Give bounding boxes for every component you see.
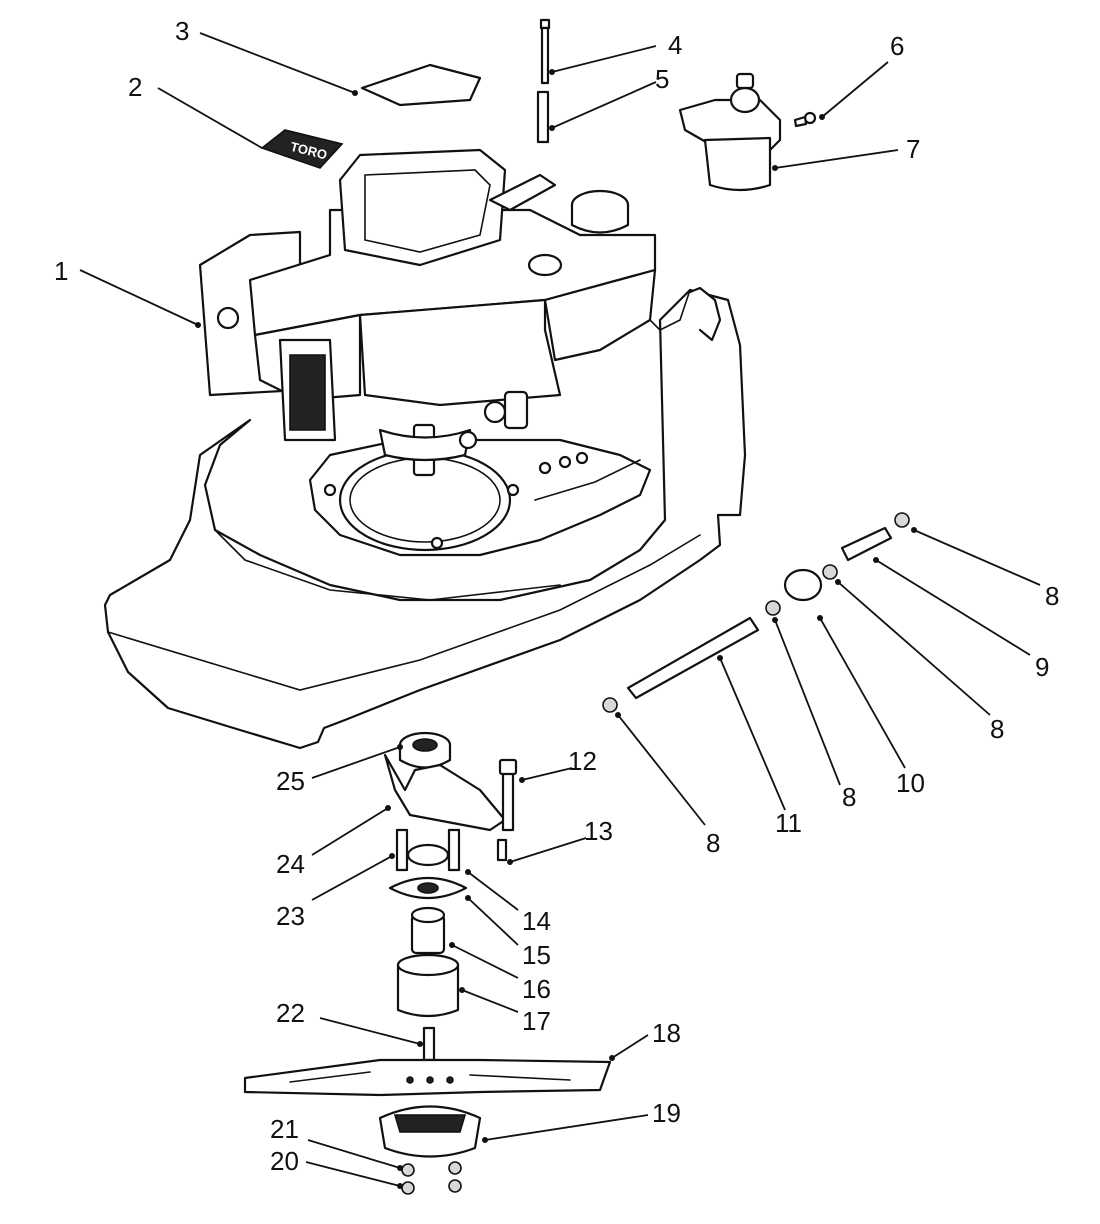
callout-9: 9: [1035, 652, 1049, 682]
callout-8a: 8: [1045, 581, 1059, 611]
callout-8d: 8: [706, 828, 720, 858]
callout-7: 7: [906, 134, 920, 164]
nut-part-8b: [822, 564, 838, 580]
nut-part-8c: [765, 600, 781, 616]
callout-10: 10: [896, 768, 925, 798]
callout-16: 16: [522, 974, 551, 1004]
callout-4: 4: [668, 30, 682, 60]
knob-part-10: [783, 568, 823, 602]
decal-part-2: TORO: [260, 129, 344, 169]
starter-motor-part-7: [678, 72, 782, 192]
callout-12: 12: [568, 746, 597, 776]
rod-part-11: [626, 616, 760, 700]
callout-8c: 8: [842, 782, 856, 812]
screw-part-6: [793, 111, 817, 128]
bolt-part-4: [539, 18, 551, 85]
nut-part-8a: [894, 512, 910, 528]
callout-25: 25: [276, 766, 305, 796]
callout-17: 17: [522, 1006, 551, 1036]
callout-24: 24: [276, 849, 305, 879]
callout-labels: 1 2 3 4 5 6 7 8 9 8 10 8 11 8 12 13 14 1…: [54, 16, 1059, 1176]
callout-14: 14: [522, 906, 551, 936]
spacer-part-5: [536, 90, 550, 144]
callout-6: 6: [890, 31, 904, 61]
engine: [198, 148, 657, 477]
callout-2: 2: [128, 72, 142, 102]
leader-lines: [79, 32, 1041, 1189]
tube-part-9: [840, 526, 893, 562]
callout-22: 22: [276, 998, 305, 1028]
callout-13: 13: [584, 816, 613, 846]
callout-8b: 8: [990, 714, 1004, 744]
callout-18: 18: [652, 1018, 681, 1048]
callout-1: 1: [54, 256, 68, 286]
callout-11: 11: [775, 808, 802, 838]
callout-19: 19: [652, 1098, 681, 1128]
air-cleaner-cover-part-3: [360, 63, 482, 107]
callout-20: 20: [270, 1146, 299, 1176]
callout-5: 5: [655, 64, 669, 94]
callout-23: 23: [276, 901, 305, 931]
nut-part-8d: [602, 697, 618, 713]
hardware-right: [602, 512, 910, 713]
spindle-stack: [243, 731, 612, 1195]
callout-15: 15: [522, 940, 551, 970]
callout-3: 3: [175, 16, 189, 46]
callout-21: 21: [270, 1114, 299, 1144]
